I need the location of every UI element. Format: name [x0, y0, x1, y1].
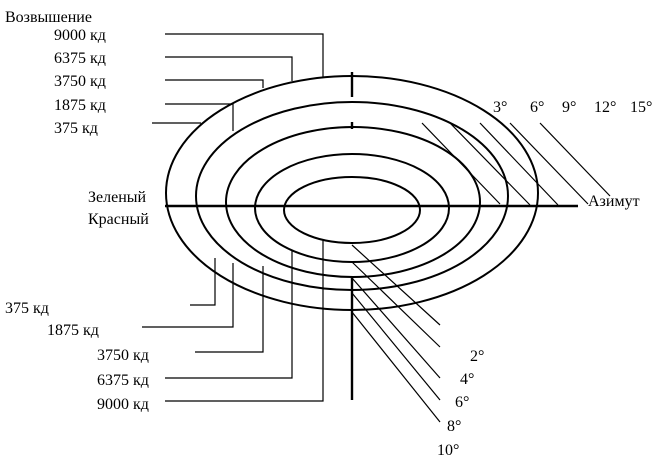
elevation-line-8 [351, 292, 441, 401]
top-label-375: 375 кд [54, 120, 98, 137]
leader-top-1875 [165, 103, 234, 131]
contour-9000 [283, 176, 421, 244]
elevation-angle-10: 10° [437, 442, 459, 459]
bottom-label-375: 375 кд [5, 300, 49, 317]
red-label: Красный [88, 211, 149, 228]
top-label-3750: 3750 кд [54, 73, 106, 90]
bottom-label-3750: 3750 кд [97, 347, 149, 364]
green-label: Зеленый [88, 189, 147, 206]
elevation-angle-6: 6° [455, 394, 469, 411]
bottom-label-1875: 1875 кд [47, 322, 99, 339]
azimuth-angle-6: 6° [530, 99, 544, 116]
elevation-title: Возвышение [5, 9, 92, 26]
azimuth-line-3 [421, 122, 501, 205]
leader-bottom-3750 [195, 266, 264, 353]
azimuth-angle-15: 15° [630, 99, 652, 116]
leader-top-6375 [165, 56, 293, 81]
azimuth-angle-9: 9° [562, 99, 576, 116]
top-label-6375: 6375 кд [54, 50, 106, 67]
elevation-line-2 [351, 244, 441, 326]
azimuth-line-12 [509, 122, 589, 205]
contour-375 [165, 75, 539, 311]
bottom-label-6375: 6375 кд [97, 372, 149, 389]
azimuth-angle-12: 12° [594, 99, 616, 116]
elevation-line-10 [351, 311, 441, 423]
bottom-label-9000: 9000 кд [97, 396, 149, 413]
azimuth-label: Азимут [588, 193, 640, 210]
leader-bottom-1875 [142, 263, 234, 328]
azimuth-angle-3: 3° [493, 99, 507, 116]
elevation-angle-4: 4° [460, 371, 474, 388]
elevation-line-6 [351, 277, 441, 379]
elevation-angle-8: 8° [447, 418, 461, 435]
leader-top-9000 [165, 33, 324, 77]
leader-bottom-6375 [165, 250, 293, 379]
leader-top-3750 [165, 79, 264, 88]
leader-bottom-9000 [165, 239, 324, 402]
elevation-line-4 [351, 261, 441, 348]
top-label-1875: 1875 кд [54, 97, 106, 114]
azimuth-line-6 [449, 122, 531, 206]
azimuth-line-9 [479, 122, 559, 206]
contour-3750 [225, 126, 481, 278]
top-label-9000: 9000 кд [54, 27, 106, 44]
leader-bottom-375 [190, 258, 216, 306]
elevation-angle-2: 2° [470, 348, 484, 365]
azimuth-line-15 [539, 122, 611, 197]
